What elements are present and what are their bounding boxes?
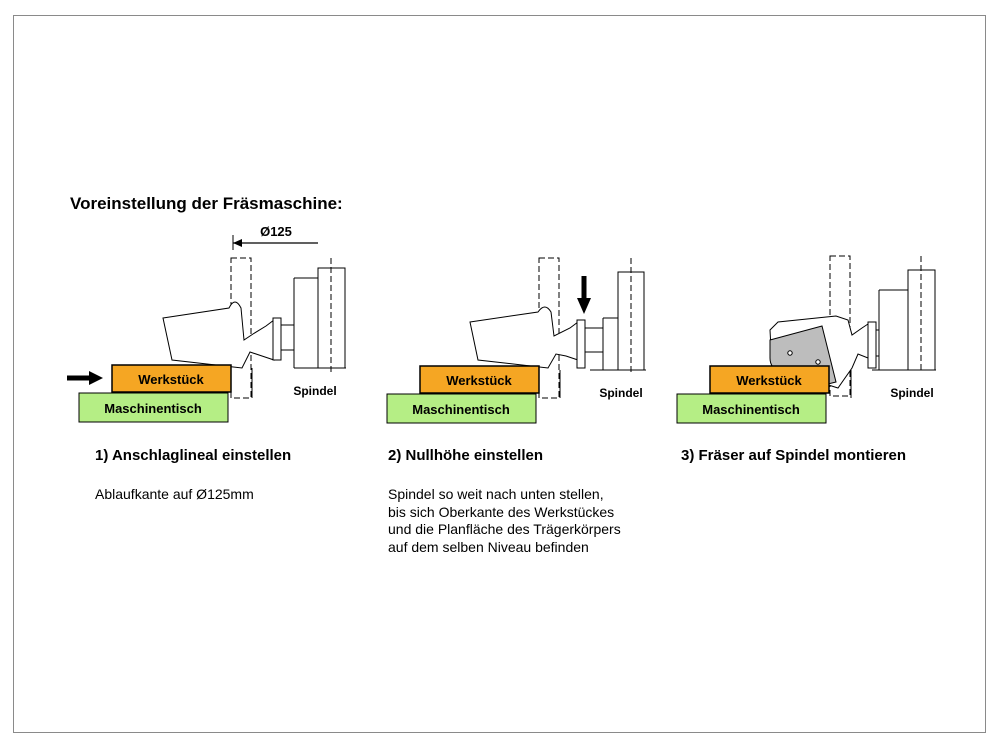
workpiece-label: Werkstück xyxy=(736,373,802,388)
page-title: Voreinstellung der Fräsmaschine: xyxy=(70,194,343,213)
workpiece xyxy=(111,364,232,393)
panel-1: Ø125 Spindel Werkstück Maschinentisch xyxy=(67,224,346,423)
workpiece-label: Werkstück xyxy=(446,373,512,388)
machine-table-label: Maschinentisch xyxy=(412,402,510,417)
machine-table-label: Maschinentisch xyxy=(104,401,202,416)
spindle-label: Spindel xyxy=(599,386,642,400)
page-frame xyxy=(13,15,986,733)
cutter-centerline xyxy=(230,257,252,399)
panel-2: Spindel Werkstück Maschinentisch xyxy=(386,257,646,424)
spindle: Spindel xyxy=(850,256,936,400)
spindle-label: Spindel xyxy=(293,384,336,398)
diameter-dimension: Ø125 xyxy=(232,224,318,250)
step-1-description: Ablaufkante auf Ø125mm xyxy=(95,486,254,502)
spindle: Spindel xyxy=(251,258,346,398)
machine-table-label: Maschinentisch xyxy=(702,402,800,417)
machine-table xyxy=(386,393,537,424)
step-1-title: 1) Anschlaglineal einstellen xyxy=(95,447,292,464)
step-2-description: Spindel so weit nach unten stellen, bis … xyxy=(388,486,621,555)
workpiece-label: Werkstück xyxy=(138,372,204,387)
cutter-centerline xyxy=(538,257,560,399)
cutter-body xyxy=(162,301,275,369)
machine-table xyxy=(676,393,827,424)
diameter-label: Ø125 xyxy=(260,224,292,239)
step-3-title: 3) Fräser auf Spindel montieren xyxy=(681,447,907,464)
cutter-body xyxy=(469,306,579,369)
workpiece xyxy=(709,365,830,394)
step-2-title: 2) Nullhöhe einstellen xyxy=(388,447,544,464)
workpiece xyxy=(419,365,540,394)
push-arrow xyxy=(67,371,103,385)
machine-table xyxy=(78,392,229,423)
spindle: Spindel xyxy=(559,258,646,400)
panel-3: Spindel Werkstück Maschinentisch xyxy=(676,255,936,424)
spindle-label: Spindel xyxy=(890,386,933,400)
down-arrow xyxy=(577,276,591,314)
